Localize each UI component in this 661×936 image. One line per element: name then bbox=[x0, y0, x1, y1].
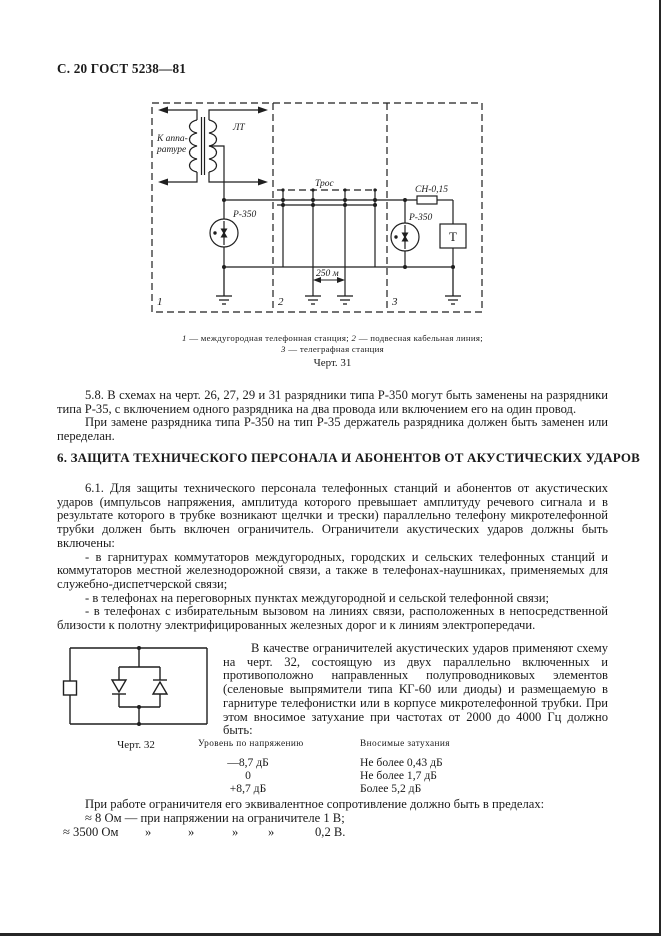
fig32-wrapped-paragraph: В качестве ограничителей акустических уд… bbox=[57, 641, 608, 738]
fig32-paragraph-text: В качестве ограничителей акустических уд… bbox=[223, 641, 608, 738]
table-cell-attenuation: Не более 0,43 дБ bbox=[360, 756, 443, 769]
resistance-line1: ≈ 8 Ом — при напряжении на ограничителе … bbox=[85, 810, 345, 825]
page-header: С. 20 ГОСТ 5238—81 bbox=[57, 61, 187, 76]
ditto-mark: » bbox=[188, 824, 195, 839]
arrester-p350-right bbox=[390, 200, 420, 267]
column-header-level: Уровень по напряжению bbox=[198, 739, 304, 749]
clause-5-8: 5.8. В схемах на черт. 26, 27, 29 и 31 р… bbox=[57, 388, 608, 444]
transformer-line-arrows bbox=[158, 106, 268, 186]
scan-edge-bottom bbox=[0, 933, 661, 936]
caption-ref-1: 1 bbox=[182, 333, 187, 343]
attenuation-table-col-level: Уровень по напряжению —8,7 дБ 0 +8,7 дБ bbox=[198, 739, 304, 796]
table-cell-level: +8,7 дБ bbox=[229, 782, 267, 796]
attenuation-table-col-att: Вносимые затухания Не более 0,43 дБ Не б… bbox=[360, 739, 560, 796]
label-fuse-cn015: СН-0,15 bbox=[415, 185, 448, 195]
caption-ref-2: 2 bbox=[351, 333, 357, 343]
attenuation-table: Уровень по напряжению —8,7 дБ 0 +8,7 дБ … bbox=[57, 739, 608, 796]
fig31-caption-line1: 1 — междугородная телефонная станция; 2 … bbox=[57, 333, 608, 344]
label-t-box: Т bbox=[449, 229, 457, 244]
telegraph-box bbox=[439, 200, 467, 267]
resistance-line2: ≈ 3500 Ом » » » » 0,2 В. bbox=[57, 824, 608, 840]
label-section-3: 3 bbox=[391, 296, 398, 308]
table-cell-level: —8,7 дБ bbox=[227, 756, 269, 769]
label-section-2: 2 bbox=[278, 296, 284, 308]
table-cell-attenuation: Не более 1,7 дБ bbox=[360, 769, 437, 783]
fig31-caption-line2: 3 — телеграфная станция bbox=[57, 344, 608, 355]
caption-text-2: — подвесная кабельная линия; bbox=[358, 333, 483, 343]
caption-ref-3: 3 bbox=[281, 344, 286, 354]
label-section-1: 1 bbox=[157, 296, 163, 308]
junction-dots bbox=[222, 188, 455, 269]
ditto-mark: » bbox=[232, 824, 239, 839]
label-p350-left: Р-350 bbox=[232, 210, 256, 220]
label-k-apparature-2: ратуре bbox=[156, 145, 186, 155]
clause-6-1-bullet2: - в телефонах на переговорных пунктах ме… bbox=[85, 590, 549, 605]
label-250m: 250 м bbox=[316, 269, 339, 279]
label-tros: Трос bbox=[315, 179, 335, 189]
fig32-limiter-diagram: Черт. 32 bbox=[62, 646, 208, 751]
caption-text-1: — междугородная телефонная станция; bbox=[189, 333, 349, 343]
caption-text-3: — телеграфная станция bbox=[288, 344, 384, 354]
fig32-junction-dots bbox=[137, 646, 141, 726]
resistance-line2-value: 0,2 В. bbox=[315, 824, 346, 839]
fuse-cn-015 bbox=[416, 195, 438, 205]
table-cell-attenuation: Более 5,2 дБ bbox=[360, 782, 422, 796]
receiver-symbol bbox=[62, 680, 78, 696]
fig32-section: Черт. 32 В качестве ограничителей акусти… bbox=[57, 641, 608, 754]
dimension-250m bbox=[313, 277, 345, 283]
clause-6-1: 6.1. Для защиты технического персонала т… bbox=[57, 481, 608, 633]
line-wires bbox=[224, 190, 453, 296]
fig31-caption: 1 — междугородная телефонная станция; 2 … bbox=[57, 333, 608, 355]
arrester-p350-left bbox=[209, 200, 239, 267]
fig32-wires bbox=[62, 647, 208, 725]
resistance-intro: При работе ограничителя его эквивалентно… bbox=[85, 797, 545, 811]
ditto-mark: » bbox=[268, 824, 275, 839]
label-lt: ЛТ bbox=[232, 123, 245, 133]
diode-pair bbox=[110, 679, 169, 695]
fig31-dashed-frame bbox=[151, 102, 483, 313]
clause-5-8-para1: 5.8. В схемах на черт. 26, 27, 29 и 31 р… bbox=[57, 388, 608, 416]
column-header-attenuation: Вносимые затухания bbox=[360, 739, 450, 749]
diode-up bbox=[151, 680, 169, 695]
fig31-circuit-diagram: К аппа- ратуре ЛТ Р-350 Трос 250 м Р-350… bbox=[151, 102, 483, 313]
clause-6-1-intro: 6.1. Для защиты технического персонала т… bbox=[57, 481, 608, 550]
label-k-apparature-1: К аппа- bbox=[156, 134, 188, 144]
ditto-mark: » bbox=[145, 824, 152, 839]
diode-down bbox=[110, 679, 128, 694]
fig31-number: Черт. 31 bbox=[313, 357, 352, 369]
fig32-number: Черт. 32 bbox=[117, 739, 155, 751]
clause-6-1-bullet3: - в телефонах с избирательным вызовом на… bbox=[57, 604, 608, 633]
scan-edge-right bbox=[659, 0, 661, 936]
transformer-lt bbox=[168, 109, 258, 200]
ground-symbols bbox=[216, 267, 461, 305]
section-6-heading: 6. ЗАЩИТА ТЕХНИЧЕСКОГО ПЕРСОНАЛА И АБОНЕ… bbox=[57, 450, 641, 465]
resistance-paragraph: При работе ограничителя его эквивалентно… bbox=[57, 797, 608, 840]
table-cell-level: 0 bbox=[245, 769, 251, 783]
clause-5-8-para2: При замене разрядника типа Р-350 на тип … bbox=[57, 415, 608, 444]
resistance-line2-prefix: ≈ 3500 Ом bbox=[63, 824, 119, 839]
clause-6-1-bullet1: - в гарнитурах коммутаторов междугородны… bbox=[57, 549, 608, 591]
label-p350-right: Р-350 bbox=[408, 213, 432, 223]
